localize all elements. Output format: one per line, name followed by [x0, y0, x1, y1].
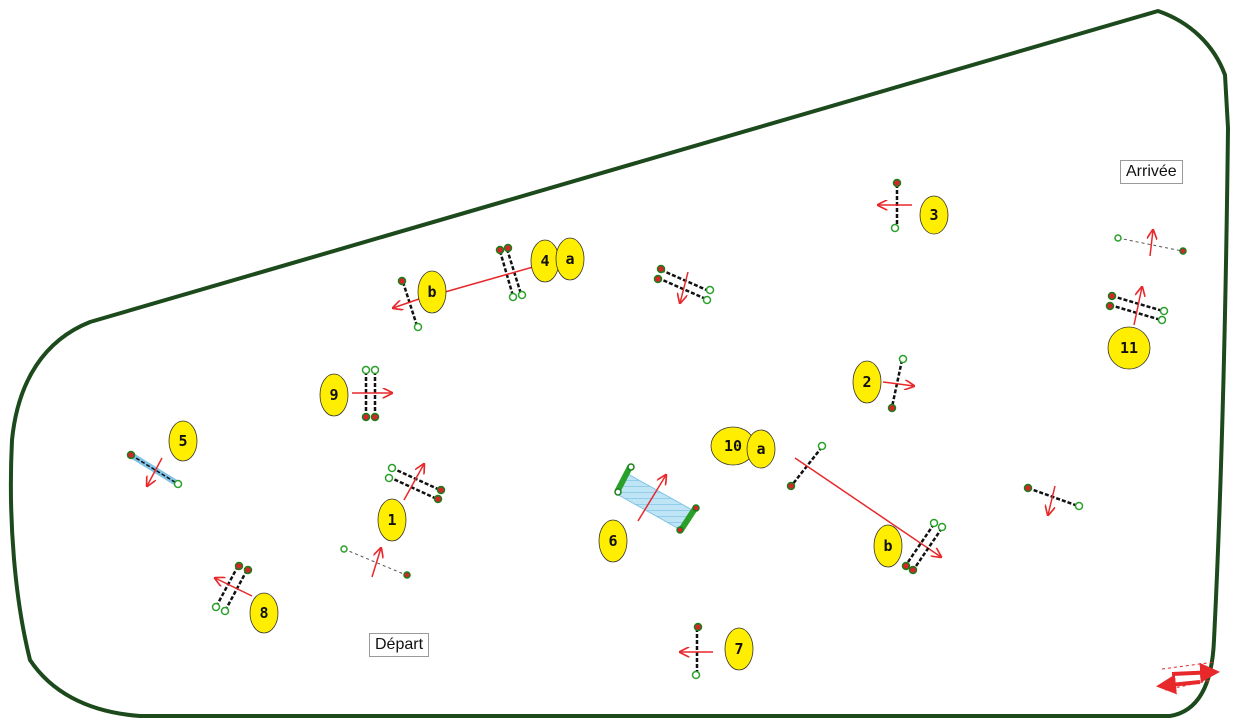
obstacle-1 — [384, 464, 446, 504]
combination-4-line — [444, 266, 534, 293]
obstacle-11 — [1105, 287, 1169, 326]
marker-6: 6 — [598, 519, 628, 563]
svg-text:7: 7 — [734, 640, 743, 658]
svg-text:8: 8 — [259, 604, 268, 622]
marker-8: 8 — [249, 592, 279, 634]
obstacle-4b — [393, 276, 423, 332]
obstacle-4a — [495, 243, 527, 302]
arrivee-label: Arrivée — [1120, 160, 1183, 184]
svg-text:a: a — [756, 440, 765, 458]
obstacle-8 — [211, 561, 253, 616]
marker-7: 7 — [724, 627, 754, 671]
marker-9: 9 — [319, 373, 349, 417]
svg-text:b: b — [883, 537, 892, 555]
svg-text:3: 3 — [929, 206, 938, 224]
obstacle-9 — [352, 365, 392, 422]
obstacle-7 — [680, 622, 713, 680]
marker-5: 5 — [168, 420, 198, 462]
svg-text:9: 9 — [329, 386, 338, 404]
svg-text:6: 6 — [608, 532, 617, 550]
marker-3: 3 — [919, 195, 949, 235]
obstacle-5 — [126, 450, 183, 488]
marker-2: 2 — [852, 360, 882, 404]
svg-text:b: b — [427, 283, 436, 301]
obstacle-2 — [882, 354, 914, 413]
obstacle-10b — [901, 518, 947, 575]
marker-1: 1 — [377, 498, 407, 542]
svg-text:2: 2 — [862, 373, 871, 391]
svg-text:1: 1 — [387, 511, 396, 529]
combination-10-line — [794, 457, 941, 557]
svg-text:a: a — [565, 250, 574, 268]
svg-text:11: 11 — [1120, 339, 1138, 357]
marker-10b: b — [873, 524, 903, 568]
gate-arrows — [1156, 661, 1220, 695]
finish-line — [1114, 230, 1187, 257]
marker-4b: b — [417, 270, 447, 314]
start-line — [340, 545, 411, 579]
obstacle-6 — [614, 463, 700, 534]
obstacle-3 — [878, 178, 912, 233]
svg-text:10: 10 — [724, 437, 742, 455]
depart-label: Départ — [369, 633, 430, 657]
svg-text:5: 5 — [178, 432, 187, 450]
arena-boundary — [8, 9, 1230, 718]
unnumbered-vertical-right — [1023, 483, 1084, 516]
marker-4: 4 — [530, 239, 560, 283]
marker-10a: a — [746, 429, 776, 469]
unnumbered-oxer — [653, 264, 715, 304]
marker-11: 11 — [1107, 326, 1151, 370]
marker-4a: a — [555, 237, 585, 281]
svg-text:4: 4 — [540, 252, 549, 270]
